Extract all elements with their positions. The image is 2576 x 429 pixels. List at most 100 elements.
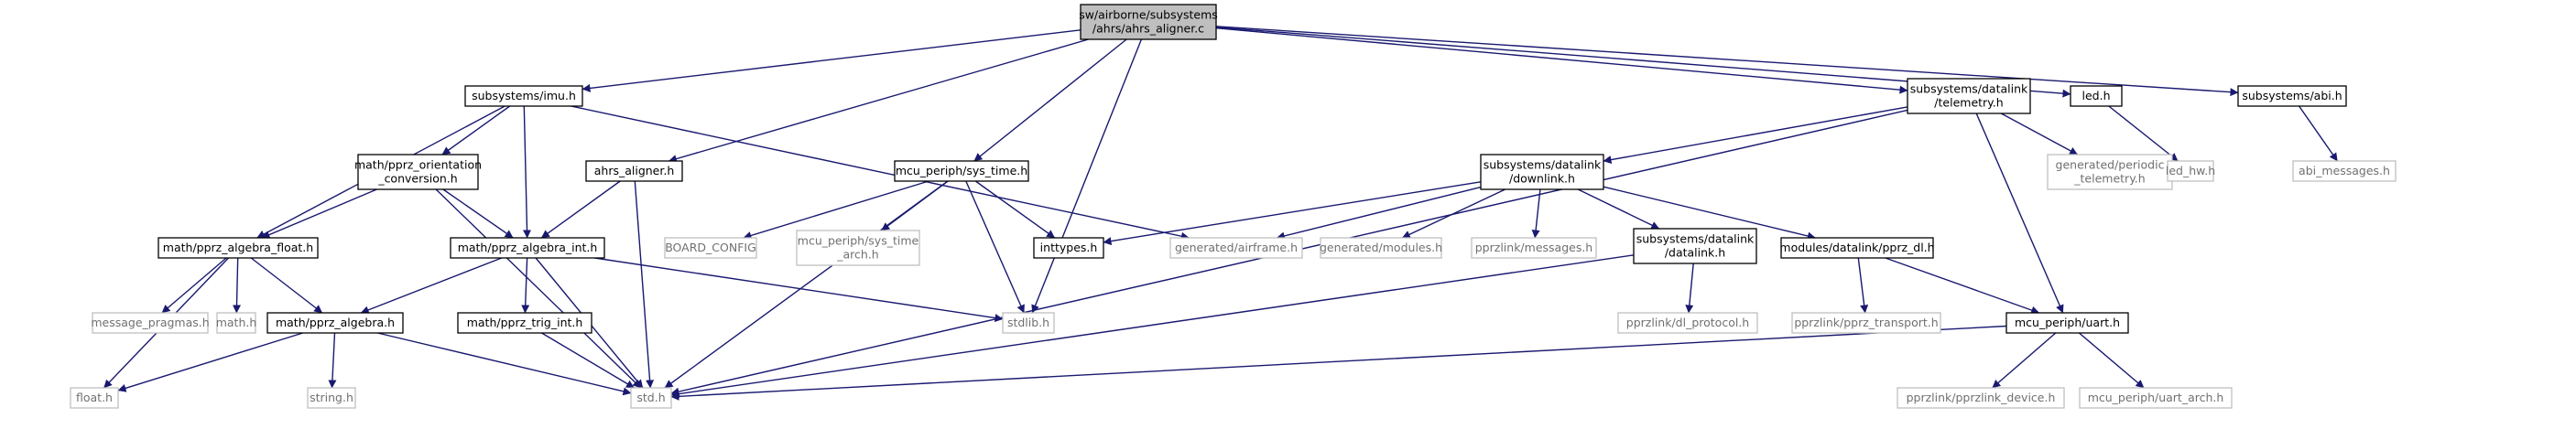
node-uart[interactable]: mcu_periph/uart.h xyxy=(2005,312,2129,334)
node-dldatalink[interactable]: subsystems/datalink/datalink.h xyxy=(1633,228,1757,264)
node-box xyxy=(894,160,1029,182)
edge-imu-to-aint xyxy=(522,105,531,239)
node-box xyxy=(1633,228,1757,264)
node-box xyxy=(2167,160,2214,182)
node-led[interactable]: led.h xyxy=(2070,85,2123,107)
node-label: abi_messages.h xyxy=(2299,164,2390,177)
edge-orient-to-aint xyxy=(442,188,514,239)
node-box xyxy=(266,312,404,334)
node-box xyxy=(2005,312,2129,334)
node-label: mcu_periph/uart.h xyxy=(2015,316,2120,329)
node-label: inttypes.h xyxy=(1040,241,1098,254)
edge-alg-to-stringh xyxy=(328,332,337,389)
node-floath: float.h xyxy=(70,387,119,409)
edge-aint-to-stdlib xyxy=(594,257,1004,322)
edge-uart-to-uartarch xyxy=(2078,332,2145,389)
node-trig[interactable]: math/pprz_trig_int.h xyxy=(457,312,592,334)
node-inttypes[interactable]: inttypes.h xyxy=(1033,237,1104,259)
edge-orient-to-afloat xyxy=(261,188,377,239)
node-label: mcu_periph/uart_arch.h xyxy=(2088,391,2224,404)
node-box xyxy=(457,312,592,334)
node-mathh: math.h xyxy=(216,312,257,334)
node-box xyxy=(1480,154,1604,190)
node-pprzdl[interactable]: modules/datalink/pprz_dl.h xyxy=(1779,237,1935,259)
node-label: /downlink.h xyxy=(1509,172,1575,186)
node-label: subsystems/imu.h xyxy=(472,89,576,102)
node-label: subsystems/datalink xyxy=(1484,158,1602,172)
node-box xyxy=(70,387,119,409)
node-stringh: string.h xyxy=(307,387,356,409)
node-label: BOARD_CONFIG xyxy=(665,241,756,254)
node-box xyxy=(357,154,479,190)
node-box xyxy=(2070,85,2123,107)
node-label: generated/airframe.h xyxy=(1175,241,1298,254)
node-afloat[interactable]: math/pprz_algebra_float.h xyxy=(158,237,319,259)
edge-trig-to-stdh xyxy=(541,332,635,389)
edge-imu-to-airframe xyxy=(571,105,1190,241)
node-label: led.h xyxy=(2082,89,2111,102)
node-box xyxy=(1791,312,1941,334)
node-downlink[interactable]: subsystems/datalink/downlink.h xyxy=(1480,154,1604,190)
edge-telemetry-to-uart xyxy=(1975,113,2064,314)
node-box xyxy=(1897,387,2065,409)
edge-uart-to-pprzdev xyxy=(1992,332,2057,389)
node-label: led_hw.h xyxy=(2166,164,2215,177)
edge-root-to-systime xyxy=(973,38,1127,162)
edges-layer xyxy=(103,26,2338,401)
node-abi[interactable]: subsystems/abi.h xyxy=(2237,85,2347,107)
node-aint[interactable]: math/pprz_algebra_int.h xyxy=(450,237,605,259)
node-label: math/pprz_algebra.h xyxy=(276,316,395,329)
node-label: subsystems/datalink xyxy=(1636,232,1755,246)
node-box xyxy=(630,387,672,409)
node-label: float.h xyxy=(76,391,113,404)
node-systime[interactable]: mcu_periph/sys_time.h xyxy=(894,160,1029,182)
node-stdh: std.h xyxy=(630,387,672,409)
node-periodic: generated/periodic_telemetry.h xyxy=(2047,154,2173,190)
node-label: pprzlink/messages.h xyxy=(1475,241,1592,254)
node-uartarch: mcu_periph/uart_arch.h xyxy=(2079,387,2233,409)
node-label: sw/airborne/subsystems xyxy=(1079,8,1218,22)
node-label: subsystems/datalink xyxy=(1910,82,2028,96)
edge-aligner-to-aint xyxy=(540,180,621,239)
edge-dldatalink-to-stdh xyxy=(670,254,1635,399)
node-imu[interactable]: subsystems/imu.h xyxy=(464,85,583,107)
node-msgprag: message_pragmas.h xyxy=(91,312,210,334)
node-box xyxy=(216,312,256,334)
node-root[interactable]: sw/airborne/subsystems/ahrs/ahrs_aligner… xyxy=(1079,4,1218,40)
edge-aligner-to-stdh xyxy=(634,180,655,389)
node-telemetry[interactable]: subsystems/datalink/telemetry.h xyxy=(1907,78,2031,114)
node-box xyxy=(1002,312,1055,334)
edge-uart-to-stdh xyxy=(670,325,2007,401)
edge-downlink-to-airframe xyxy=(1276,186,1482,241)
node-label: generated/periodic xyxy=(2056,158,2165,172)
node-box xyxy=(1471,237,1597,259)
node-box xyxy=(664,237,757,259)
node-label: message_pragmas.h xyxy=(91,316,209,329)
node-box xyxy=(1617,312,1758,334)
node-label: math/pprz_algebra_float.h xyxy=(163,241,313,254)
edge-telemetry-to-downlink xyxy=(1603,106,1908,165)
node-orient[interactable]: math/pprz_orientation_conversion.h xyxy=(354,154,482,190)
node-box xyxy=(1080,4,1217,40)
node-label: std.h xyxy=(636,391,665,404)
node-box xyxy=(1320,237,1442,259)
node-alg[interactable]: math/pprz_algebra.h xyxy=(266,312,404,334)
node-abimsg: abi_messages.h xyxy=(2292,160,2397,182)
node-aligner[interactable]: ahrs_aligner.h xyxy=(585,160,683,182)
node-label: _telemetry.h xyxy=(2073,172,2145,186)
node-label: math.h xyxy=(216,316,257,329)
node-messages: pprzlink/messages.h xyxy=(1471,237,1597,259)
edge-dldatalink-to-dlproto xyxy=(1685,263,1694,314)
edge-aint-to-alg xyxy=(360,257,503,315)
edge-abi-to-abimsg xyxy=(2299,105,2338,162)
node-label: generated/modules.h xyxy=(1320,241,1442,254)
node-box xyxy=(1169,237,1303,259)
edge-downlink-to-modules xyxy=(1401,188,1505,239)
node-box xyxy=(307,387,356,409)
node-label: math/pprz_algebra_int.h xyxy=(458,241,598,254)
node-box xyxy=(2292,160,2397,182)
node-box xyxy=(464,85,583,107)
edge-afloat-to-mathh xyxy=(233,257,241,314)
edge-imu-to-orient xyxy=(441,105,511,156)
